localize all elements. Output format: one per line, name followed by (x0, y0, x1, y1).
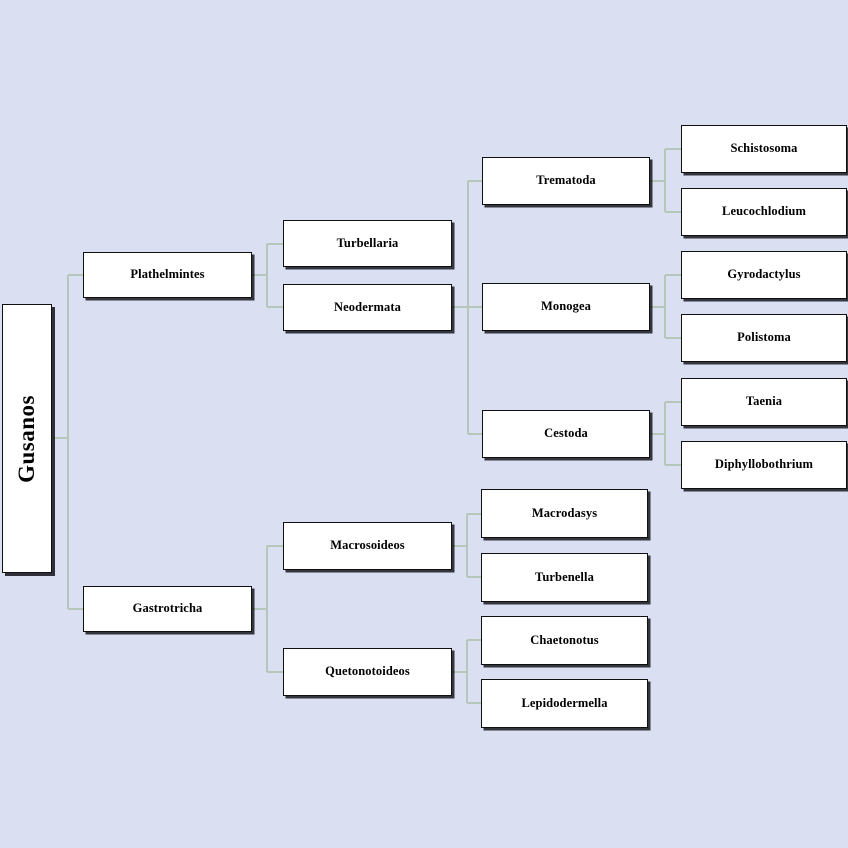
node-gusanos-label: Gusanos (14, 394, 40, 483)
node-gastrotricha-label: Gastrotricha (132, 601, 203, 616)
node-neodermata-label: Neodermata (334, 299, 401, 314)
node-diphyllobothrium[interactable]: Diphyllobothrium (681, 441, 847, 489)
node-leucochlodium[interactable]: Leucochlodium (681, 188, 847, 236)
node-lepidodermella-label: Lepidodermella (521, 695, 608, 710)
node-gastrotricha[interactable]: Gastrotricha (83, 586, 252, 632)
node-plathelmintes-label: Plathelmintes (130, 267, 205, 282)
node-turbellaria-label: Turbellaria (336, 235, 399, 250)
node-cestoda-label: Cestoda (544, 426, 588, 441)
node-turbenella[interactable]: Turbenella (481, 553, 648, 602)
node-turbellaria[interactable]: Turbellaria (283, 220, 452, 267)
node-trematoda[interactable]: Trematoda (482, 157, 650, 205)
node-macrodasys[interactable]: Macrodasys (481, 489, 648, 538)
node-polistoma-label: Polistoma (737, 330, 791, 345)
node-quetonotoideos-label: Quetonotoideos (325, 664, 410, 679)
node-quetonotoideos[interactable]: Quetonotoideos (283, 648, 452, 696)
node-macrosoideos-label: Macrosoideos (330, 538, 405, 553)
node-trematoda-label: Trematoda (536, 173, 596, 188)
node-macrodasys-label: Macrodasys (531, 505, 598, 520)
node-leucochlodium-label: Leucochlodium (722, 204, 806, 219)
node-chaetonotus-label: Chaetonotus (530, 632, 599, 647)
node-neodermata[interactable]: Neodermata (283, 284, 452, 331)
node-diphyllobothrium-label: Diphyllobothrium (714, 457, 814, 472)
node-schistosoma-label: Schistosoma (730, 141, 798, 156)
node-gyrodactylus-label: Gyrodactylus (727, 267, 801, 282)
node-lepidodermella[interactable]: Lepidodermella (481, 679, 648, 728)
node-schistosoma[interactable]: Schistosoma (681, 125, 847, 173)
node-polistoma[interactable]: Polistoma (681, 314, 847, 362)
node-macrosoideos[interactable]: Macrosoideos (283, 522, 452, 570)
node-gyrodactylus[interactable]: Gyrodactylus (681, 251, 847, 299)
node-cestoda[interactable]: Cestoda (482, 410, 650, 458)
node-taenia-label: Taenia (745, 394, 783, 409)
node-monogea-label: Monogea (541, 299, 591, 314)
node-chaetonotus[interactable]: Chaetonotus (481, 616, 648, 665)
node-monogea[interactable]: Monogea (482, 283, 650, 331)
node-turbenella-label: Turbenella (535, 569, 594, 584)
node-taenia[interactable]: Taenia (681, 378, 847, 426)
node-plathelmintes[interactable]: Plathelmintes (83, 252, 252, 298)
node-gusanos[interactable]: Gusanos (2, 304, 52, 573)
